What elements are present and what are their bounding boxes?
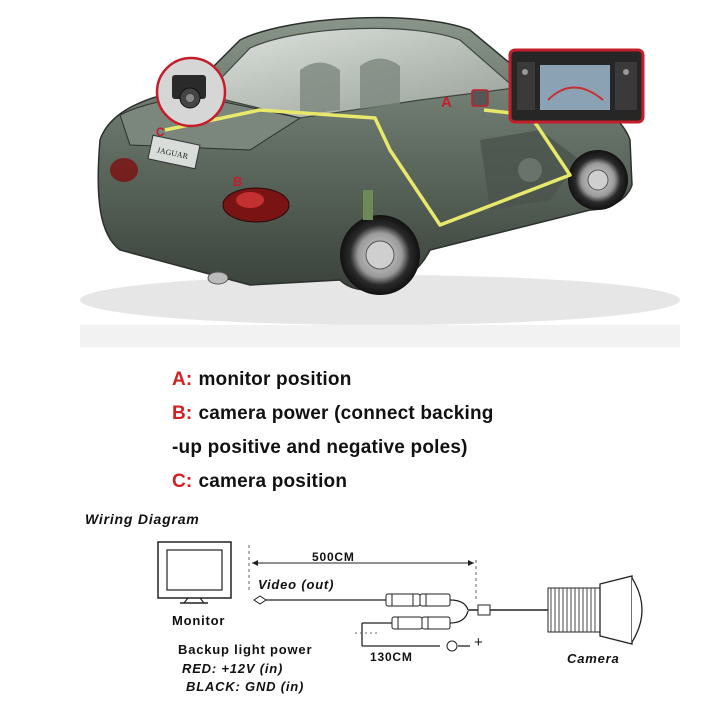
camera-drawing bbox=[547, 575, 643, 645]
legend-text: monitor position bbox=[198, 369, 352, 390]
legend-text: -up positive and negative poles) bbox=[172, 437, 468, 458]
camera-label: Camera bbox=[567, 651, 620, 666]
length-power-label: 130CM bbox=[370, 650, 413, 664]
wiring-diagram bbox=[157, 541, 643, 652]
red-wire-label: RED: +12V (in) bbox=[182, 661, 284, 676]
legend-key: B: bbox=[172, 403, 193, 424]
plus-sign: + bbox=[474, 634, 484, 651]
legend-text: camera position bbox=[198, 471, 348, 492]
marker-c: C bbox=[156, 125, 165, 139]
camera-inset bbox=[155, 56, 227, 128]
legend-line-b-continued: -up positive and negative poles) bbox=[172, 437, 468, 459]
length-main-label: 500CM bbox=[312, 550, 355, 564]
legend-line-c: C:camera position bbox=[172, 471, 347, 493]
wiring-harness-line bbox=[164, 108, 572, 227]
legend-key: C: bbox=[172, 471, 193, 492]
black-wire-label: BLACK: GND (in) bbox=[186, 679, 305, 694]
legend-line-a: A:monitor position bbox=[172, 369, 352, 391]
legend-key: A: bbox=[172, 369, 193, 390]
monitor-drawing bbox=[157, 541, 232, 604]
monitor-label: Monitor bbox=[172, 613, 226, 628]
monitor-inset bbox=[508, 48, 645, 124]
legend-text: camera power (connect backing bbox=[198, 403, 494, 424]
video-out-label: Video (out) bbox=[258, 577, 335, 592]
backup-light-power-label: Backup light power bbox=[178, 642, 313, 657]
legend-line-b: B:camera power (connect backing bbox=[172, 403, 494, 425]
wiring-diagram-title: Wiring Diagram bbox=[85, 511, 200, 527]
marker-a: A bbox=[441, 94, 452, 111]
car-illustration: A B C JAGUAR bbox=[80, 16, 680, 347]
marker-b: B bbox=[233, 174, 242, 189]
